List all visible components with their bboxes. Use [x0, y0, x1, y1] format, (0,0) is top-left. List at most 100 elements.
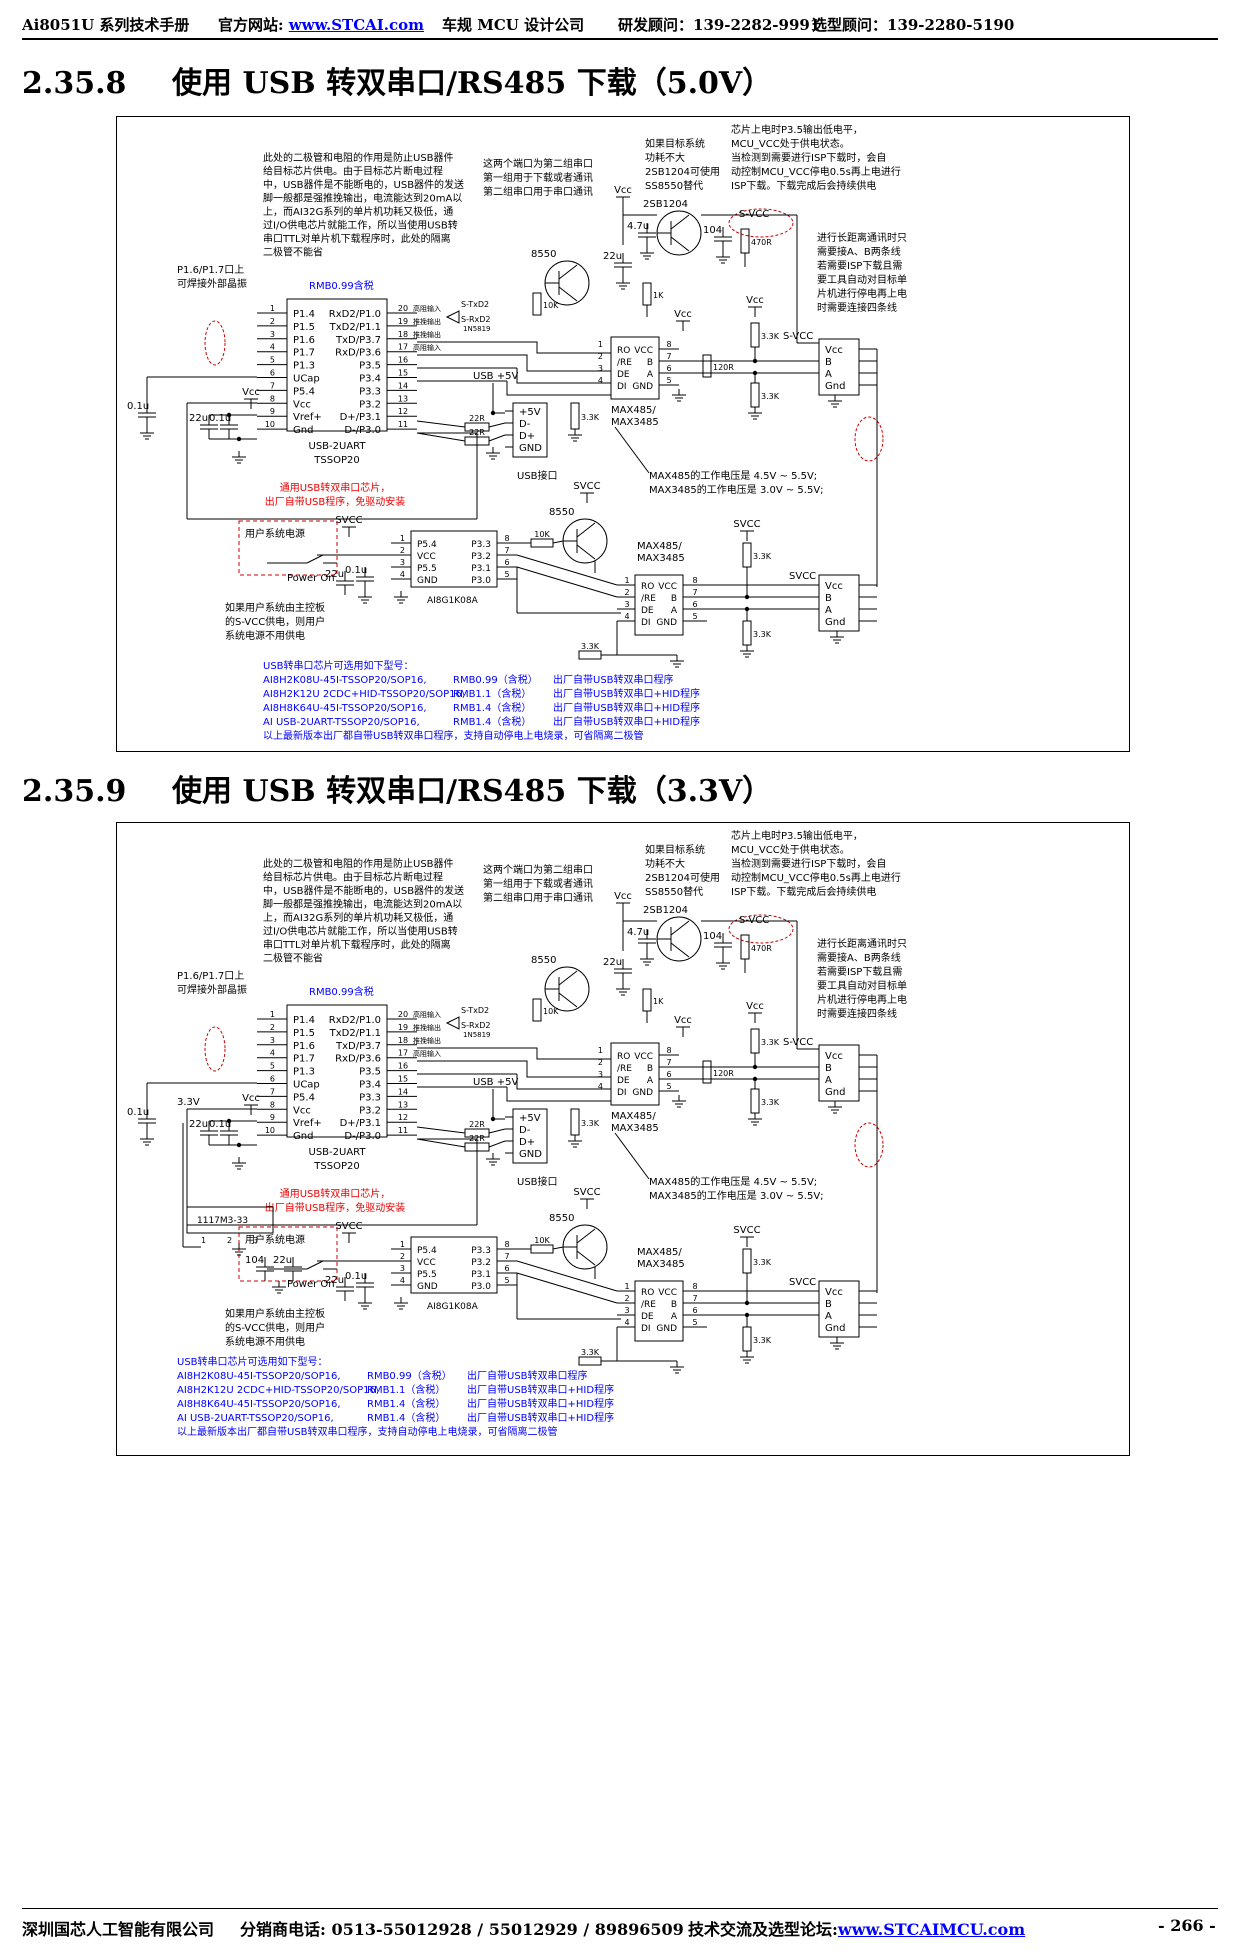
capacitor-label: 0.1u	[209, 413, 231, 424]
supply-label: Vcc	[746, 1001, 764, 1012]
wire	[558, 970, 578, 986]
pin-number: 16	[398, 356, 408, 365]
resistor-label: 10K	[534, 1236, 550, 1245]
transistor-label: 2SB1204	[643, 199, 688, 210]
manual-title: Ai8051U 系列技术手册	[22, 16, 190, 34]
pin-number: 8	[692, 1282, 697, 1291]
resistor-label: 3.3K	[581, 1348, 600, 1357]
pin-name: VCC	[417, 552, 436, 562]
chip-note: 通用USB转双串口芯片，	[280, 481, 391, 494]
pin-name: DE	[641, 606, 654, 616]
diode-note: 二极管不能省	[263, 246, 323, 259]
chip-feature: 出厂自带USB转双串口+HID程序	[467, 1411, 614, 1424]
pin-name: A	[647, 1076, 654, 1086]
pin-name: P3.3	[471, 540, 491, 550]
wire	[506, 1087, 611, 1102]
user-power-box	[238, 520, 338, 576]
wire	[516, 554, 618, 586]
website-link[interactable]: www.STCAI.com	[288, 16, 425, 34]
wire	[516, 1272, 618, 1304]
capacitor-label: 22u	[189, 413, 208, 424]
footer-company: 深圳国芯人工智能有限公司	[22, 1920, 215, 1939]
pin-number: 5	[270, 1062, 275, 1071]
ldo-label: 1117M3-33	[197, 1216, 248, 1226]
uart-chip-label: TSSOP20	[313, 455, 359, 466]
crystal-note: P1.6/P1.7口上	[177, 264, 244, 276]
pin-name: RO	[641, 582, 654, 592]
chip-list-title: USB转串口芯片可选用如下型号：	[263, 659, 414, 672]
usb-connector	[512, 402, 548, 458]
pin-name: DI	[641, 618, 651, 628]
long-distance-note: 时需要连接四条线	[817, 1007, 897, 1020]
pin-name: P3.2	[359, 1105, 381, 1116]
page-number: - 266 -	[1158, 1916, 1216, 1935]
wire	[417, 354, 611, 372]
conn-pin-name: Vcc	[825, 1051, 843, 1062]
pin-name: Vref+	[293, 412, 322, 423]
header-rule	[22, 38, 1218, 40]
resistor-label: 120R	[713, 363, 734, 372]
chip-feature: 出厂自带USB转双串口+HID程序	[553, 701, 700, 714]
resistor	[742, 620, 752, 646]
wire	[506, 381, 611, 396]
resistor	[570, 1108, 580, 1136]
capacitor-label: 0.1u	[345, 1271, 367, 1282]
max485-label-2: MAX3485	[637, 1259, 685, 1270]
capacitor-label: 4.7u	[627, 927, 649, 938]
capacitor-label: 22u	[189, 1119, 208, 1130]
crystal-note: P1.6/P1.7口上	[177, 970, 244, 982]
transistor-label: 8550	[531, 955, 556, 966]
long-distance-note: 要工具自动对目标单	[817, 979, 907, 992]
user-note: 系统电源不用供电	[225, 1335, 305, 1348]
pin-name: P1.3	[293, 361, 315, 372]
resistor-label: 470R	[751, 238, 772, 247]
resistor	[578, 1356, 602, 1366]
long-distance-note: 片机进行停电再上电	[817, 287, 907, 300]
pin-number: 2	[598, 352, 603, 361]
power-note: 当检测到需要进行ISP下载时，会自	[731, 151, 886, 164]
usb-pin-name: D+	[519, 1137, 535, 1148]
pin-number: 11	[398, 420, 408, 429]
pin-name: GND	[656, 1324, 677, 1334]
wire	[488, 422, 506, 428]
chip-list-footer: 以上最新版本出厂都自带USB转双串口程序，支持自动停电上电烧录，可省隔离二极管	[177, 1425, 558, 1438]
pin-name: B	[647, 358, 653, 368]
pin-name: P3.2	[471, 552, 491, 562]
max485-chip-2	[634, 1280, 684, 1342]
pin-number: 2	[270, 1023, 275, 1032]
pin-name: P3.2	[471, 1258, 491, 1268]
resistor	[750, 1028, 760, 1054]
rs485-connector-2	[818, 574, 860, 632]
conn-pin-name: Vcc	[825, 345, 843, 356]
diode-note: 此处的二极管和电阻的作用是防止USB器件	[263, 857, 454, 870]
pin-number: 2	[624, 588, 629, 597]
pin-number: 7	[666, 352, 671, 361]
pin-name: P3.5	[359, 1067, 381, 1078]
chip-list-footer: 以上最新版本出厂都自带USB转双串口程序，支持自动停电上电烧录，可省隔离二极管	[263, 729, 644, 742]
pin-name: Vref+	[293, 1118, 322, 1129]
diode-note: 脚一般都是强推挽输出，电流能达到20mA以	[263, 192, 462, 205]
section-title-1: 使用 USB 转双串口/RS485 下载（5.0V）	[172, 66, 773, 101]
signal-tag: 高阻输入	[413, 304, 441, 313]
wire	[416, 1126, 466, 1134]
resistor	[750, 1088, 760, 1114]
resistor-label: 3.3K	[753, 552, 772, 561]
pin-name: TxD2/P1.1	[329, 322, 381, 333]
resistor-label: 3.3K	[761, 1098, 780, 1107]
power-note: MCU_VCC处于供电状态。	[731, 843, 850, 856]
pin-name: P3.3	[471, 1246, 491, 1256]
pnp-note: 2SB1204可使用	[645, 165, 720, 178]
user-note: 的S-VCC供电，则用户	[225, 1321, 325, 1334]
pnp-note: 功耗不大	[645, 151, 685, 164]
pin-number: 1	[598, 340, 603, 349]
diode-note: 给目标芯片供电。由于目标芯片断电过程	[263, 165, 443, 178]
power-note: ISP下载。下载完成后会持续供电	[731, 179, 876, 192]
wire	[558, 286, 578, 302]
svcc-marker	[728, 914, 794, 944]
pin-name: VCC	[658, 1288, 677, 1298]
port-note: 第二组串口用于串口通讯	[483, 185, 593, 198]
conn-pin-name: Vcc	[825, 1287, 843, 1298]
pin-name: /RE	[617, 358, 632, 368]
footer-forum-link[interactable]: www.STCAIMCU.com	[837, 1920, 1026, 1939]
